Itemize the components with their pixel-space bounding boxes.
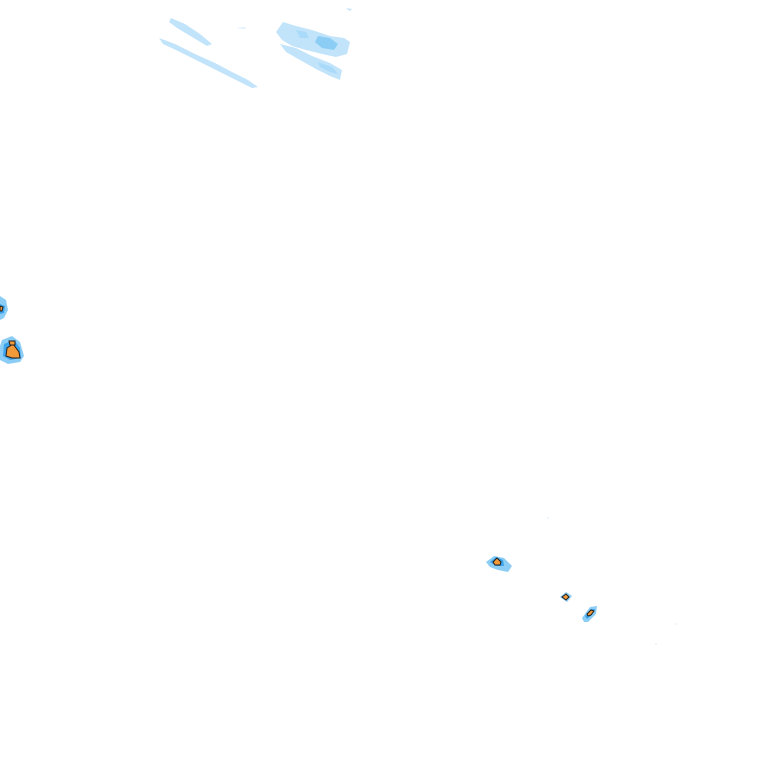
streak-cell-northwest-b bbox=[159, 27, 258, 88]
cloud-cell-north-a bbox=[276, 22, 350, 57]
faint-specks bbox=[547, 517, 677, 645]
cloud-cell-north-b bbox=[280, 8, 352, 80]
storm-cell-southeast-a bbox=[486, 556, 512, 572]
storm-cell-west-upper bbox=[0, 296, 8, 320]
storm-cell-southeast-c bbox=[582, 606, 597, 622]
storm-cell-southeast-b bbox=[560, 592, 572, 602]
streak-cell-northwest-a bbox=[169, 18, 212, 46]
storm-cell-west-lower bbox=[0, 336, 24, 364]
